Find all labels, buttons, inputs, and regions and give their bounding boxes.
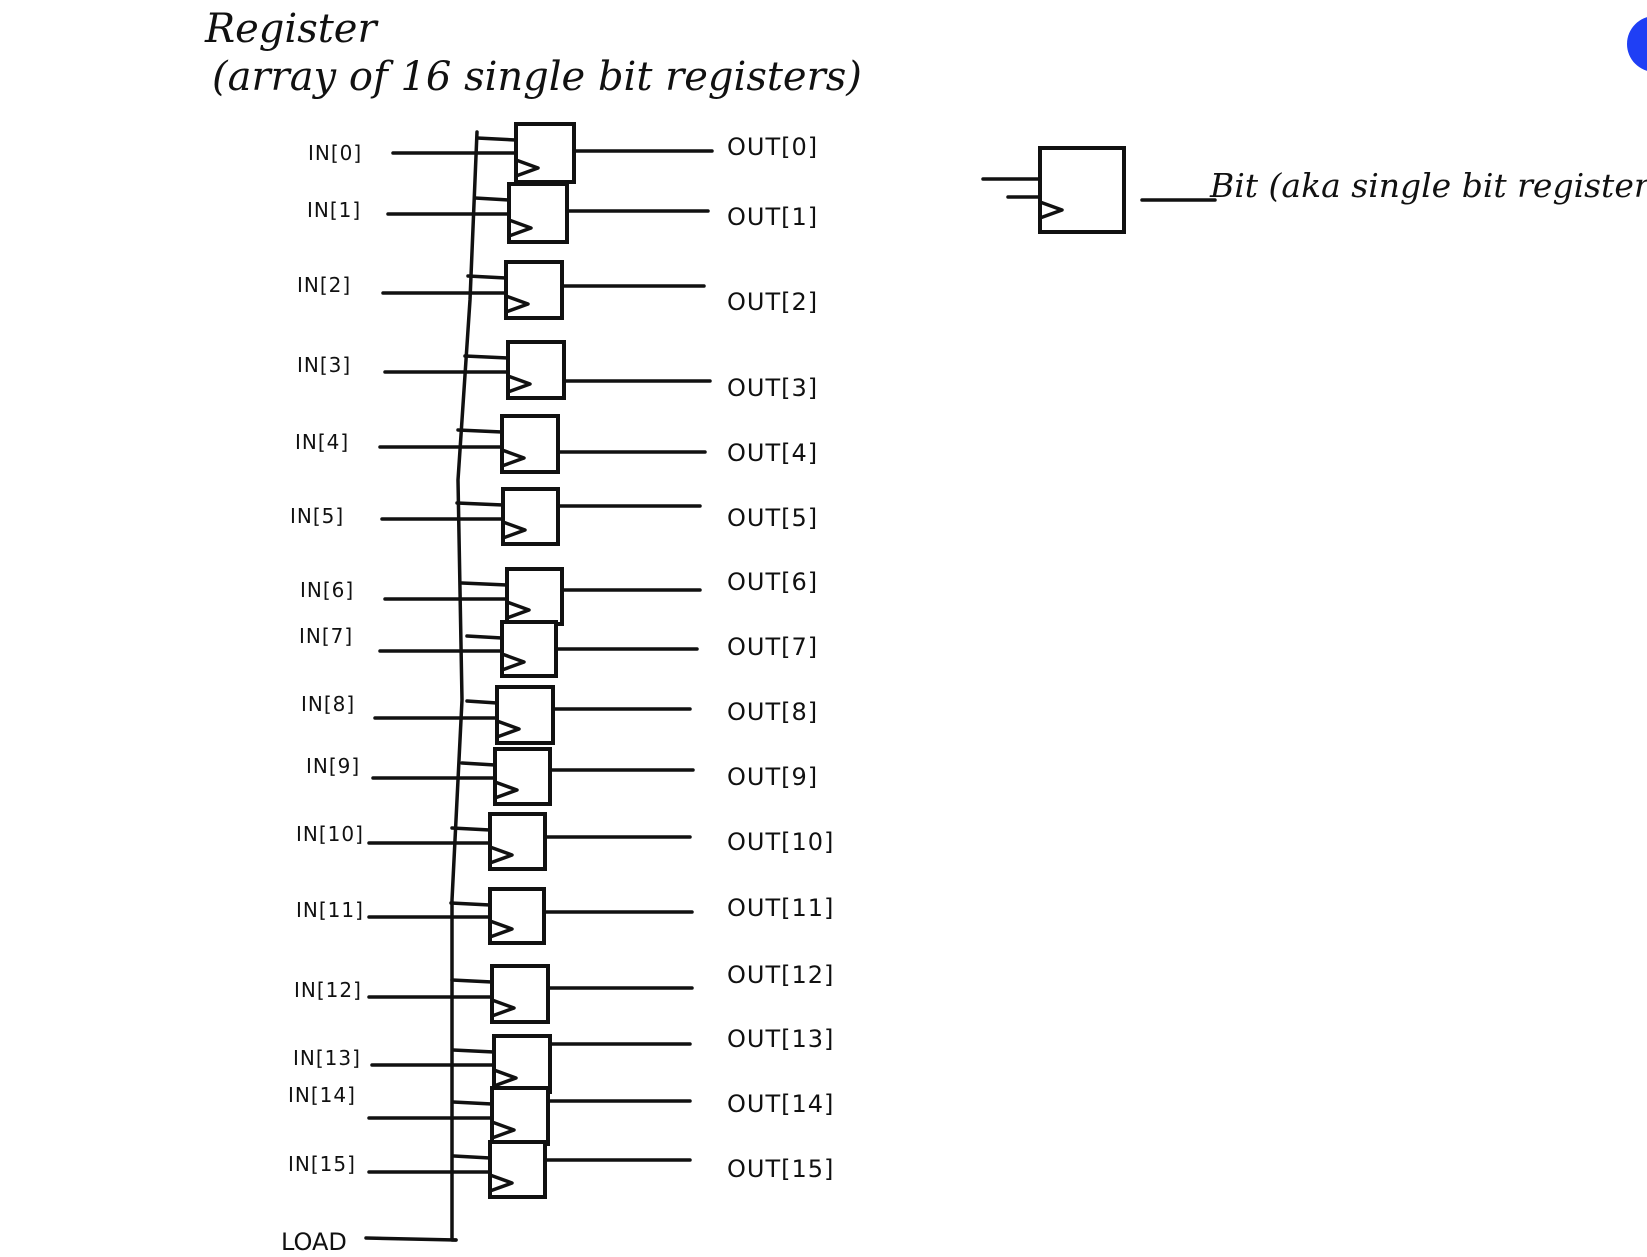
bit-box bbox=[501, 487, 560, 546]
register-cell: IN[14] OUT[14] bbox=[288, 1083, 834, 1146]
input-label: IN[2] bbox=[297, 273, 351, 297]
diagram-title: Register bbox=[204, 6, 379, 52]
output-label: OUT[1] bbox=[727, 203, 818, 231]
input-label: IN[3] bbox=[297, 353, 351, 377]
input-label: IN[10] bbox=[296, 822, 364, 846]
register-cell: IN[1] OUT[1] bbox=[307, 182, 818, 244]
output-label: OUT[4] bbox=[727, 439, 818, 467]
register-cell: IN[10] OUT[10] bbox=[296, 812, 834, 871]
clock-icon bbox=[488, 919, 514, 939]
input-label: IN[12] bbox=[294, 978, 362, 1002]
input-label: IN[7] bbox=[299, 624, 353, 648]
clock-icon bbox=[492, 1068, 518, 1088]
load-tap-wire bbox=[466, 274, 508, 280]
bit-box bbox=[493, 747, 552, 806]
diagram-subtitle: (array of 16 single bit registers) bbox=[212, 54, 862, 100]
output-label: OUT[0] bbox=[727, 133, 818, 161]
register-cell: IN[4] OUT[4] bbox=[295, 414, 818, 474]
clock-icon bbox=[495, 719, 521, 739]
output-label: OUT[12] bbox=[727, 961, 834, 989]
clock-icon bbox=[504, 294, 530, 314]
clock-icon bbox=[501, 520, 527, 540]
load-tap-wire bbox=[456, 428, 504, 434]
legend-label: Bit (aka single bit register) bbox=[1209, 166, 1647, 205]
register-cell: IN[9] OUT[9] bbox=[306, 747, 818, 806]
clock-icon bbox=[507, 218, 533, 238]
load-tap-wire bbox=[452, 1154, 492, 1160]
output-label: OUT[15] bbox=[727, 1155, 834, 1183]
clock-icon bbox=[490, 998, 516, 1018]
input-label: IN[0] bbox=[308, 141, 362, 165]
bit-box bbox=[506, 340, 566, 400]
load-wire bbox=[364, 1236, 458, 1242]
load-label: LOAD bbox=[281, 1228, 347, 1256]
output-label: OUT[6] bbox=[727, 568, 818, 596]
load-tap-wire bbox=[460, 581, 509, 587]
clock-icon bbox=[490, 1120, 516, 1140]
bit-box bbox=[500, 620, 558, 678]
input-label: IN[6] bbox=[300, 578, 354, 602]
load-tap-wire bbox=[473, 196, 511, 202]
clock-icon bbox=[488, 1173, 514, 1193]
output-label: OUT[9] bbox=[727, 763, 818, 791]
load-bus bbox=[450, 130, 479, 1242]
legend-bit-box bbox=[1038, 146, 1126, 234]
clock-icon bbox=[500, 448, 526, 468]
input-label: IN[1] bbox=[307, 198, 361, 222]
register-cell: IN[12] OUT[12] bbox=[294, 961, 834, 1024]
load-tap-wire bbox=[465, 634, 504, 640]
clock-icon bbox=[506, 374, 532, 394]
input-label: IN[8] bbox=[301, 692, 355, 716]
register-cell: IN[8] OUT[8] bbox=[301, 685, 818, 745]
register-cell: IN[15] OUT[15] bbox=[288, 1140, 834, 1199]
register-cells: IN[0] OUT[0] IN[1] OUT[1] IN[2] OUT[2] IN[3] OU… bbox=[288, 122, 834, 1199]
output-label: OUT[8] bbox=[727, 698, 818, 726]
load-tap-wire bbox=[460, 761, 497, 767]
clock-icon bbox=[488, 845, 514, 865]
clock-icon bbox=[514, 158, 540, 178]
legend-clock-icon bbox=[1038, 200, 1064, 220]
input-label: IN[5] bbox=[290, 504, 344, 528]
register-cell: IN[3] OUT[3] bbox=[297, 340, 818, 402]
output-label: OUT[2] bbox=[727, 288, 818, 316]
load-tap-wire bbox=[475, 136, 518, 142]
output-label: OUT[14] bbox=[727, 1090, 834, 1118]
output-label: OUT[11] bbox=[727, 894, 834, 922]
load-tap-wire bbox=[451, 1048, 496, 1054]
load-tap-wire bbox=[450, 826, 492, 832]
load-tap-wire bbox=[463, 354, 510, 360]
output-label: OUT[13] bbox=[727, 1025, 834, 1053]
clock-icon bbox=[505, 600, 531, 620]
load-tap-wire bbox=[450, 978, 494, 984]
blue-dot-icon bbox=[1627, 17, 1647, 71]
clock-icon bbox=[493, 780, 519, 800]
output-label: OUT[3] bbox=[727, 374, 818, 402]
input-label: IN[9] bbox=[306, 754, 360, 778]
load-tap-wire bbox=[449, 901, 492, 907]
input-label: IN[14] bbox=[288, 1083, 356, 1107]
load-tap-wire bbox=[465, 699, 499, 705]
input-label: IN[13] bbox=[293, 1046, 361, 1070]
bit-legend: Bit (aka single bit register) bbox=[981, 146, 1647, 234]
register-cell: IN[11] OUT[11] bbox=[296, 887, 834, 945]
register-cell: IN[13] OUT[13] bbox=[293, 1025, 834, 1094]
output-label: OUT[10] bbox=[727, 828, 834, 856]
output-label: OUT[5] bbox=[727, 504, 818, 532]
register-cell: IN[5] OUT[5] bbox=[290, 487, 818, 546]
output-label: OUT[7] bbox=[727, 633, 818, 661]
register-cell: IN[2] OUT[2] bbox=[297, 260, 818, 320]
input-label: IN[15] bbox=[288, 1152, 356, 1176]
load-tap-wire bbox=[451, 1100, 494, 1106]
clock-icon bbox=[500, 652, 526, 672]
register-cell: IN[0] OUT[0] bbox=[308, 122, 818, 184]
register-cell: IN[7] OUT[7] bbox=[299, 620, 818, 678]
input-label: IN[4] bbox=[295, 430, 349, 454]
input-label: IN[11] bbox=[296, 898, 364, 922]
register-cell: IN[6] OUT[6] bbox=[300, 567, 818, 626]
load-tap-wire bbox=[455, 501, 505, 507]
